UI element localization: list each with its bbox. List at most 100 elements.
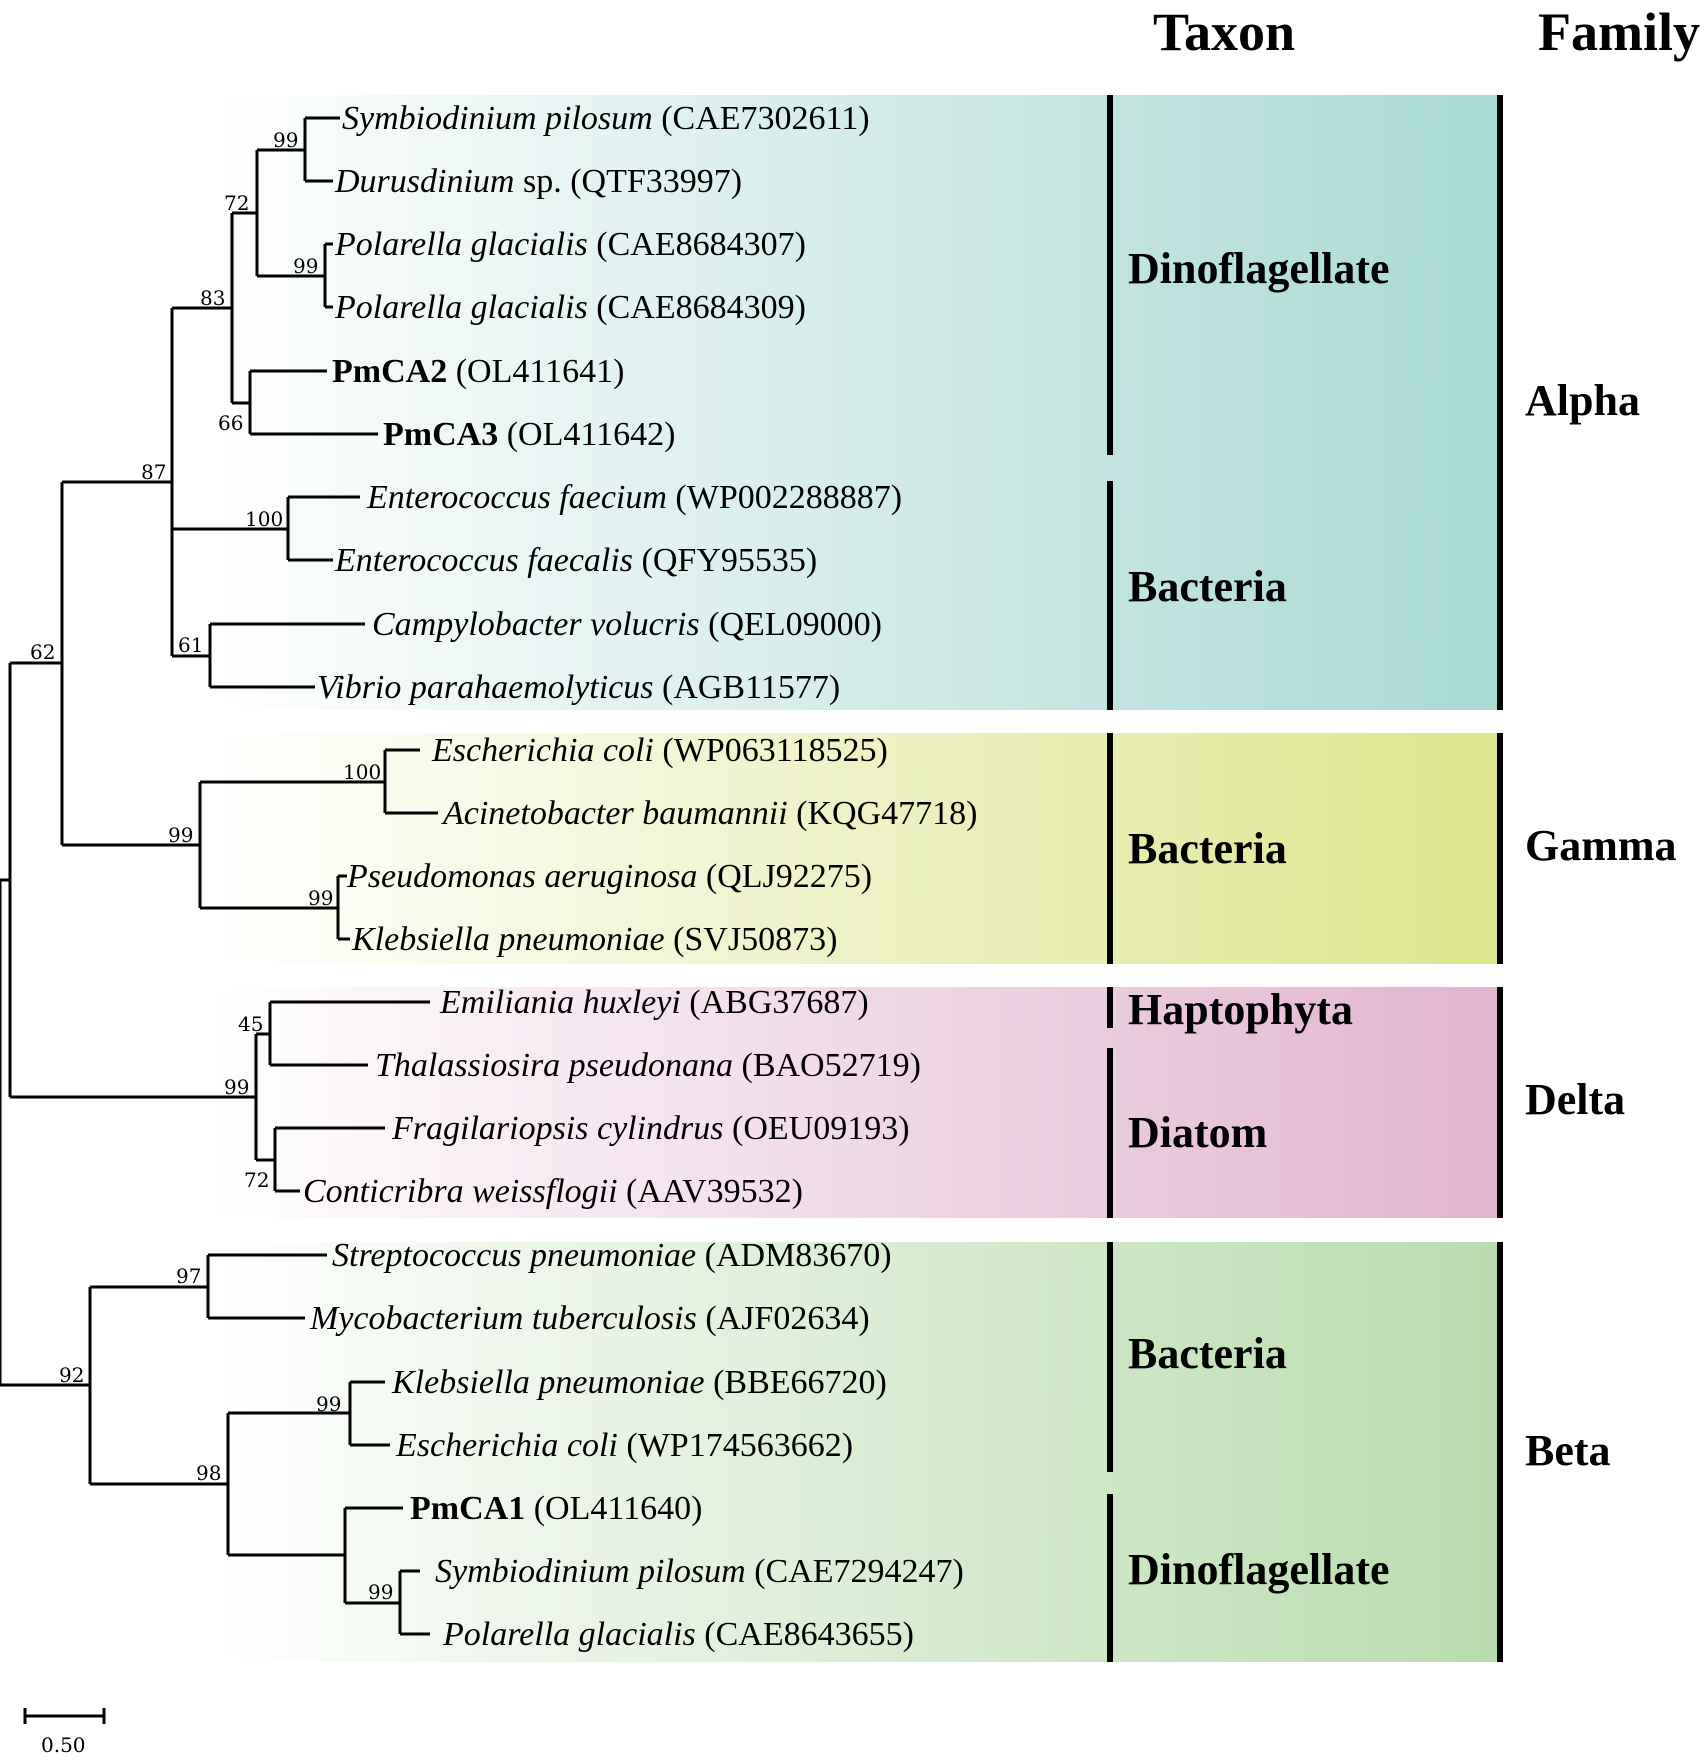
family-column: Alpha Gamma Delta Beta [1497, 95, 1677, 1662]
leaf-label: Escherichia coli (WP174563662) [395, 1427, 853, 1464]
bootstrap-value: 99 [224, 1075, 249, 1099]
family-label: Beta [1525, 1426, 1611, 1475]
tree-branches [0, 116, 438, 1636]
bootstrap-value: 99 [308, 886, 333, 910]
species-name: Symbiodinium pilosum [342, 100, 653, 137]
leaf-label: Polarella glacialis (CAE8684309) [334, 289, 806, 326]
accession: (CAE8684309) [596, 289, 806, 326]
accession: (AGB11577) [662, 669, 840, 706]
leaf-label: Durusdinium sp. (QTF33997) [334, 163, 742, 200]
taxon-header: Taxon [1153, 2, 1295, 62]
taxon-label: Haptophyta [1128, 985, 1353, 1034]
leaf-label: Conticribra weissflogii (AAV39532) [303, 1173, 803, 1210]
gene-name: PmCA1 [410, 1490, 525, 1527]
accession: (CAE8643655) [704, 1616, 914, 1653]
accession: (CAE8684307) [596, 226, 806, 263]
beta-family-band [205, 1242, 1500, 1662]
leaf-label: Symbiodinium pilosum (CAE7302611) [342, 100, 870, 137]
bootstrap-value: 99 [316, 1392, 341, 1416]
bootstrap-value: 98 [196, 1461, 221, 1485]
alpha-family-band [205, 95, 1500, 710]
accession: (CAE7302611) [661, 100, 869, 137]
species-name: Klebsiella pneumoniae [351, 921, 665, 958]
scale-bar: 0.50 [23, 1708, 106, 1757]
leaf-label: Enterococcus faecium (WP002288887) [366, 479, 902, 516]
family-label: Delta [1525, 1075, 1625, 1124]
taxon-column: Dinoflagellate Bacteria Bacteria Haptoph… [1107, 95, 1390, 1662]
species-name: Durusdinium [334, 163, 514, 200]
leaf-label: Streptococcus pneumoniae (ADM83670) [332, 1237, 892, 1274]
species-name: Polarella glacialis [334, 289, 588, 326]
accession: (AJF02634) [705, 1300, 869, 1337]
accession: (QLJ92275) [706, 858, 872, 895]
leaf-label: Klebsiella pneumoniae (SVJ50873) [351, 921, 837, 958]
accession: (OL411641) [456, 353, 625, 390]
accession: (WP063118525) [662, 732, 887, 769]
species-name: Escherichia coli [431, 732, 654, 769]
leaf-label: Thalassiosira pseudonana (BAO52719) [375, 1047, 921, 1084]
branch [60, 480, 200, 847]
leaf-label: Escherichia coli (WP063118525) [431, 732, 888, 769]
species-name: Fragilariopsis cylindrus [391, 1110, 724, 1147]
accession: (WP002288887) [675, 479, 902, 516]
taxon-label: Diatom [1128, 1108, 1267, 1157]
accession: (SVJ50873) [673, 921, 837, 958]
bootstrap-value: 100 [343, 760, 381, 784]
scale-bar-label: 0.50 [41, 1733, 86, 1757]
species-name: Polarella glacialis [334, 226, 588, 263]
bootstrap-value: 100 [245, 507, 283, 531]
family-label: Gamma [1525, 821, 1677, 870]
leaf-label: Fragilariopsis cylindrus (OEU09193) [391, 1110, 910, 1147]
taxon-label: Bacteria [1128, 1329, 1287, 1378]
species-name: Mycobacterium tuberculosis [309, 1300, 697, 1337]
bootstrap-value: 83 [200, 286, 225, 310]
bootstrap-value: 61 [178, 633, 203, 657]
bootstrap-value: 99 [168, 823, 193, 847]
bootstrap-value: 87 [141, 460, 166, 484]
leaf-label: Polarella glacialis (CAE8684307) [334, 226, 806, 263]
accession: (CAE7294247) [754, 1553, 964, 1590]
accession: (WP174563662) [626, 1427, 853, 1464]
species-name: Polarella glacialis [442, 1616, 696, 1653]
leaf-labels: Symbiodinium pilosum (CAE7302611) Durusd… [303, 100, 977, 1653]
bootstrap-value: 92 [59, 1363, 84, 1387]
taxon-label: Bacteria [1128, 824, 1287, 873]
leaf-label: Polarella glacialis (CAE8643655) [442, 1616, 914, 1653]
leaf-label: Klebsiella pneumoniae (BBE66720) [391, 1364, 887, 1401]
accession: (QTF33997) [570, 163, 742, 200]
bootstrap-value: 72 [224, 191, 249, 215]
leaf-label: Emiliania huxleyi (ABG37687) [439, 984, 869, 1021]
species-name: Klebsiella pneumoniae [391, 1364, 705, 1401]
accession: (QFY95535) [642, 542, 818, 579]
leaf-label: Campylobacter volucris (QEL09000) [372, 606, 882, 643]
leaf-label: Enterococcus faecalis (QFY95535) [334, 542, 817, 579]
leaf-label: Acinetobacter baumannii (KQG47718) [441, 795, 977, 832]
branch [170, 306, 288, 658]
bootstrap-values: 99 99 72 66 83 100 61 87 100 99 99 62 45… [30, 128, 393, 1604]
bootstrap-value: 62 [30, 640, 55, 664]
species-name: Pseudomonas aeruginosa [346, 858, 697, 895]
bootstrap-value: 72 [244, 1168, 269, 1192]
accession: (ABG37687) [689, 984, 868, 1021]
leaf-label: Vibrio parahaemolyticus (AGB11577) [317, 669, 840, 706]
scale-bar-line [23, 1708, 106, 1724]
gene-name: PmCA3 [383, 416, 498, 453]
species-name: Acinetobacter baumannii [441, 795, 788, 832]
delta-family-band [205, 987, 1500, 1218]
leaf-label: Mycobacterium tuberculosis (AJF02634) [309, 1300, 870, 1337]
species-name: Vibrio parahaemolyticus [317, 669, 654, 706]
bootstrap-value: 66 [218, 411, 243, 435]
bootstrap-value: 99 [273, 128, 298, 152]
taxon-label: Bacteria [1128, 562, 1287, 611]
species-name: Emiliania huxleyi [439, 984, 681, 1021]
bootstrap-value: 99 [293, 254, 318, 278]
leaf-label: PmCA3 (OL411642) [383, 416, 675, 453]
accession: (OL411642) [507, 416, 676, 453]
accession: (AAV39532) [626, 1173, 803, 1210]
root-branch [0, 878, 90, 1387]
bootstrap-value: 99 [368, 1580, 393, 1604]
accession: (QEL09000) [708, 606, 882, 643]
species-name: Escherichia coli [395, 1427, 618, 1464]
taxon-label: Dinoflagellate [1128, 1545, 1390, 1594]
leaf-label: PmCA2 (OL411641) [332, 353, 624, 390]
